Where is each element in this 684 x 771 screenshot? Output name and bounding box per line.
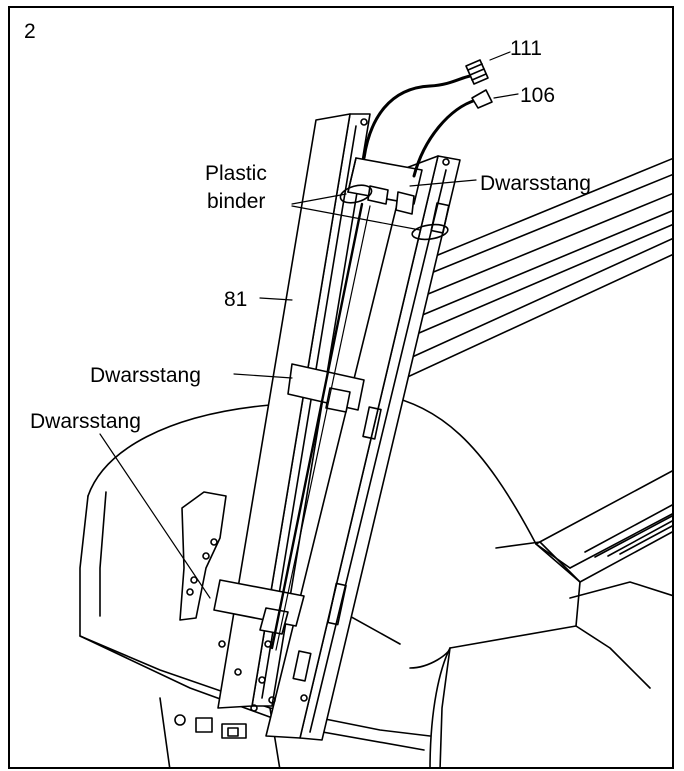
callout-crossbar-middle: Dwarsstang	[90, 364, 201, 387]
upright-right	[265, 155, 461, 741]
upright-slots	[218, 202, 450, 712]
callout-crossbar-top: Dwarsstang	[480, 172, 591, 195]
callout-81: 81	[224, 288, 247, 311]
bottom-crossbar	[213, 579, 305, 635]
callout-111: 111	[510, 37, 542, 60]
plastic-binders	[339, 184, 449, 241]
callout-106: 106	[520, 84, 555, 107]
step-rail	[535, 470, 672, 583]
assembly-illustration: 2 111 106 Plastic binder Dwarsstang 81 D…	[24, 20, 672, 767]
callout-plastic-line1: Plastic	[205, 162, 267, 185]
front-connectors	[174, 714, 247, 739]
wires	[270, 74, 478, 651]
callout-crossbar-bottom: Dwarsstang	[30, 410, 141, 433]
callout-plastic-line2: binder	[207, 190, 265, 213]
connector-106	[471, 89, 493, 109]
step-number: 2	[24, 20, 36, 43]
connector-111	[465, 59, 489, 85]
leader-lines	[99, 51, 519, 599]
diagram-frame: 2 111 106 Plastic binder Dwarsstang 81 D…	[8, 6, 674, 769]
